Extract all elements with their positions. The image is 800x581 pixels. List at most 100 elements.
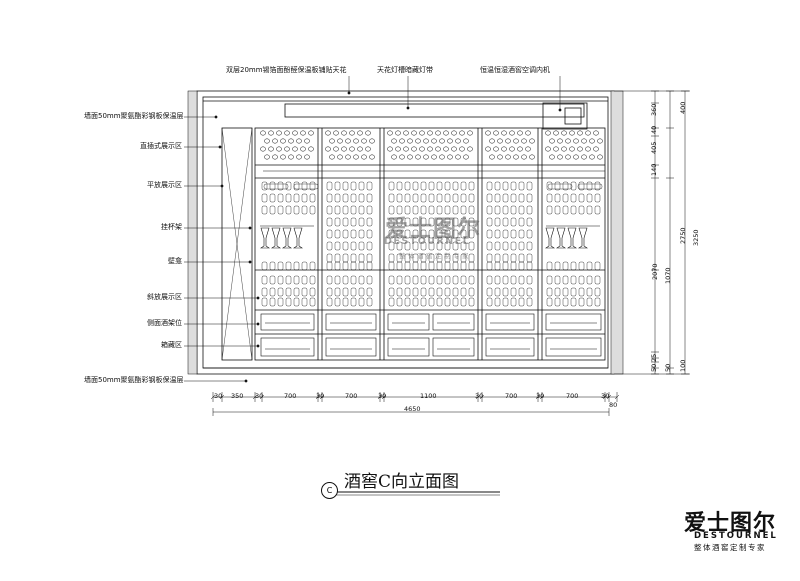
bottle [436, 193, 443, 203]
bottle [366, 181, 373, 191]
bottle [326, 217, 333, 227]
bottle [444, 297, 451, 307]
bottle [334, 241, 341, 251]
bottle [334, 193, 341, 203]
bottle [562, 297, 569, 307]
bottle [334, 261, 341, 271]
ceiling-label: 双层20mm锡箔面酚醛保温板铺贴天花 [226, 66, 347, 74]
bottom-dim: 30 [475, 392, 484, 400]
bottle-end [517, 130, 523, 136]
bottom-dim: 30 [214, 392, 223, 400]
bottle-end [329, 154, 335, 160]
left-label: 斜放展示区 [147, 293, 182, 301]
bottom-dim: 30 [601, 392, 610, 400]
bottle-end [569, 130, 575, 136]
bottle-end [497, 154, 503, 160]
bottle [366, 297, 373, 307]
bottle [594, 287, 601, 297]
bottle [261, 287, 268, 297]
wine-case [485, 313, 535, 331]
wine-case [387, 337, 430, 357]
wine-glass [545, 227, 555, 249]
bottle [518, 275, 525, 285]
bottle [350, 287, 357, 297]
bottle [412, 181, 419, 191]
bottle [404, 205, 411, 215]
bottle [420, 241, 427, 251]
bottle [358, 241, 365, 251]
dim-slash [475, 394, 481, 400]
bottle [326, 181, 333, 191]
bottle [546, 287, 553, 297]
dim-slash [602, 394, 608, 400]
right-dim: 100 [679, 359, 687, 372]
bottle [358, 193, 365, 203]
bottle [554, 275, 561, 285]
bottle-end [573, 138, 579, 144]
bottle [404, 261, 411, 271]
bottle-end [268, 130, 274, 136]
bottle [263, 183, 289, 190]
leader-dot [406, 106, 410, 110]
bottle-end [451, 146, 457, 152]
bottom-dim: 30 [378, 392, 387, 400]
bottle [301, 181, 308, 191]
bottle [460, 217, 467, 227]
bottle [277, 275, 284, 285]
bottle [546, 261, 553, 271]
bottle [293, 287, 300, 297]
right-dim: 405 [650, 141, 658, 154]
bottle [366, 205, 373, 215]
dim-slash [252, 394, 258, 400]
leader-dot [248, 260, 252, 264]
bottle [334, 253, 341, 263]
right-dim: 25 [650, 353, 658, 362]
dim-slash [210, 394, 216, 400]
bottle [309, 275, 316, 285]
bottom-dim: 80 [609, 401, 618, 409]
bottle-end [308, 146, 314, 152]
bottle [342, 241, 349, 251]
bottle [452, 181, 459, 191]
bottle-end [549, 154, 555, 160]
bottle-end [415, 154, 421, 160]
bottle [412, 275, 419, 285]
bottom-dim: 700 [505, 392, 518, 400]
bottle [342, 205, 349, 215]
bottle [420, 297, 427, 307]
bottle [468, 217, 475, 227]
bottle [342, 287, 349, 297]
brand-logo-tag: 整体酒窖定制专家 [694, 543, 766, 552]
bottle [358, 229, 365, 239]
bottle-end [365, 130, 371, 136]
bottle-end [517, 146, 523, 152]
bottle [494, 181, 501, 191]
bottle [494, 297, 501, 307]
left-label: 壁龛 [168, 257, 182, 265]
bottle [570, 297, 577, 307]
bottle [486, 297, 493, 307]
bottle [388, 229, 395, 239]
bottle [404, 287, 411, 297]
bottle-end [399, 154, 405, 160]
bottle [570, 181, 577, 191]
bottle [594, 205, 601, 215]
bottle [388, 275, 395, 285]
bottle [494, 193, 501, 203]
bottle [396, 217, 403, 227]
bottle-end [407, 138, 413, 144]
bottle-end [272, 138, 278, 144]
bottle [428, 297, 435, 307]
bottle [468, 287, 475, 297]
bottle [396, 205, 403, 215]
bottle [420, 275, 427, 285]
right-dim: 3250 [692, 229, 700, 246]
dim-slash [381, 394, 387, 400]
wine-glass [271, 227, 281, 249]
bottle-end [459, 146, 465, 152]
bottle [594, 275, 601, 285]
bottle [269, 193, 276, 203]
bottle [518, 181, 525, 191]
bottle-end [581, 154, 587, 160]
bottle-end [529, 154, 535, 160]
